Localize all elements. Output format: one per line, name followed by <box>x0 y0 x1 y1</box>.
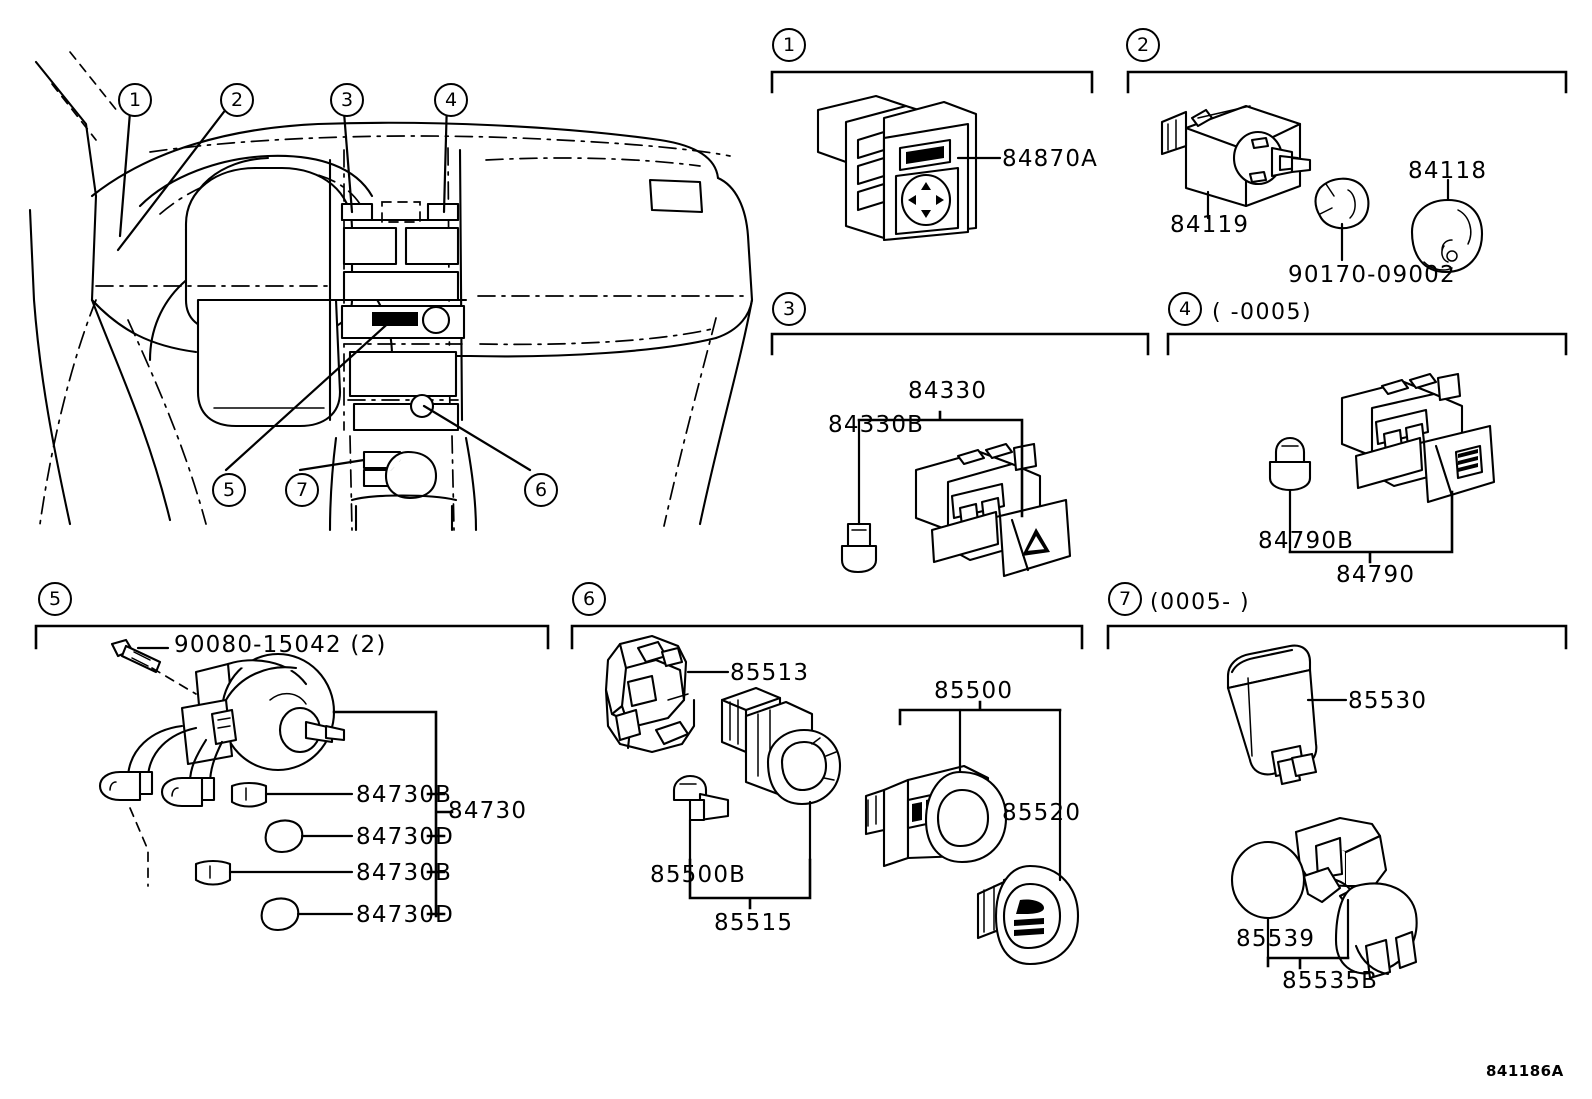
dashboard-callout-7[interactable]: 7 <box>285 473 319 507</box>
part-label-84730D-lower: 84730D <box>356 902 455 928</box>
part-84870A-drawing <box>816 94 1002 242</box>
panel-2-number[interactable]: 2 <box>1126 28 1160 62</box>
part-84118-drawing <box>1410 178 1484 274</box>
part-label-85520: 85520 <box>1002 800 1082 826</box>
part-label-84730B-lower: 84730B <box>356 860 453 886</box>
part-84790-drawing <box>1268 372 1496 564</box>
part-85520-drawing <box>898 700 1080 966</box>
part-label-84870A: 84870A <box>1002 146 1099 172</box>
part-label-84118: 84118 <box>1408 158 1488 184</box>
part-label-84790: 84790 <box>1336 562 1416 588</box>
part-85539-drawing <box>1230 840 1350 970</box>
part-label-84730B-upper: 84730B <box>356 782 453 808</box>
part-85530-drawing <box>1226 644 1348 786</box>
part-label-85500: 85500 <box>934 678 1014 704</box>
part-label-84330: 84330 <box>908 378 988 404</box>
part-label-85515: 85515 <box>714 910 794 936</box>
part-84730-drawing <box>98 638 454 932</box>
part-85500-drawing <box>864 708 1008 868</box>
part-label-84330B: 84330B <box>828 412 925 438</box>
dashboard-callout-6[interactable]: 6 <box>524 473 558 507</box>
panel-4-number[interactable]: 4 <box>1168 292 1202 326</box>
panel-7-number[interactable]: 7 <box>1108 582 1142 616</box>
part-label-84790B: 84790B <box>1258 528 1355 554</box>
panel-1-number[interactable]: 1 <box>772 28 806 62</box>
part-label-84730D-upper: 84730D <box>356 824 455 850</box>
part-84119-drawing <box>1160 104 1312 220</box>
dashboard-drawing <box>28 51 754 532</box>
sheet-id: 841186A <box>1486 1062 1564 1080</box>
part-label-84730: 84730 <box>448 798 528 824</box>
dashboard-callout-5[interactable]: 5 <box>212 473 246 507</box>
part-85515-drawing <box>720 686 842 862</box>
dashboard-callout-2[interactable]: 2 <box>220 83 254 117</box>
part-label-85539: 85539 <box>1236 926 1316 952</box>
part-85500B-drawing <box>672 774 812 910</box>
part-label-84119: 84119 <box>1170 212 1250 238</box>
dashboard-callout-3[interactable]: 3 <box>330 83 364 117</box>
part-85513-drawing <box>604 634 730 754</box>
part-90170-09002-drawing <box>1314 177 1370 262</box>
dashboard-callout-4[interactable]: 4 <box>434 83 468 117</box>
part-label-90080-15042: 90080-15042 (2) <box>174 632 387 658</box>
panel-3-number[interactable]: 3 <box>772 292 806 326</box>
part-label-85530: 85530 <box>1348 688 1428 714</box>
panel-frames <box>34 70 1568 650</box>
part-label-90170-09002: 90170-09002 <box>1288 262 1456 288</box>
panel-7-note: (0005- ) <box>1150 590 1251 615</box>
panel-4-note: ( -0005) <box>1212 300 1313 325</box>
dashboard-callout-1[interactable]: 1 <box>118 83 152 117</box>
part-84330-drawing <box>840 410 1072 578</box>
panel-6-number[interactable]: 6 <box>572 582 606 616</box>
part-label-85513: 85513 <box>730 660 810 686</box>
part-label-85500B: 85500B <box>650 862 747 888</box>
panel-5-number[interactable]: 5 <box>38 582 72 616</box>
part-85535B-drawing <box>1294 816 1418 980</box>
part-label-85535B: 85535B <box>1282 968 1379 994</box>
